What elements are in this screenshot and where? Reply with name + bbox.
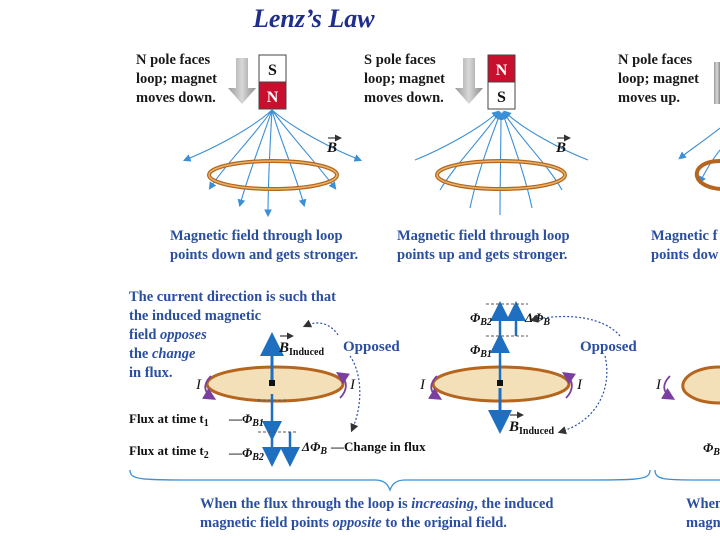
induced-loop-1: I I BInduced Opposed Flux at time t1 —ΦB… [129, 319, 426, 467]
case-1-label: N pole faces loop; magnet moves down. [136, 52, 217, 106]
wire-loop-highlight [436, 160, 566, 190]
phi-b2-label: —ΦB2 [228, 445, 264, 463]
current-arrow-left-icon [428, 375, 443, 400]
phi-b1-label: ΦB1 [470, 342, 492, 360]
bottom-note: When the flux through the loop is increa… [200, 496, 554, 531]
field-label: B [326, 140, 337, 156]
bottom-brace-partial [654, 469, 720, 481]
magnet-top [487, 54, 516, 83]
current-label-right: I [576, 377, 583, 393]
opposed-curve-icon [349, 355, 361, 433]
wire-loop-highlight [208, 160, 338, 190]
phi-b1-label: —ΦB1 [228, 411, 264, 429]
magnet-bottom [487, 81, 516, 110]
motion-arrow-down-icon [228, 58, 256, 104]
current-arrow-right-icon [336, 372, 350, 399]
opposed-curve-icon [557, 355, 608, 435]
current-arrow-left-icon [661, 375, 676, 400]
magnet-bottom-pole: S [497, 89, 506, 106]
change-in-flux-label: —Change in flux [330, 439, 426, 454]
current-label-left: I [655, 377, 662, 393]
case-2-label: S pole faces loop; magnet moves down. [364, 52, 445, 106]
case-3-description: Magnetic f points dow [651, 228, 719, 263]
phi-b2-label: ΦB2 [470, 310, 492, 328]
opposed-curve-icon [529, 314, 621, 337]
flux-time-2-label: Flux at time t2 [129, 443, 209, 461]
induced-loop-3-partial: I ΦB [655, 365, 720, 458]
case-3-label: N pole faces loop; magnet moves up. [618, 52, 699, 106]
magnet-top-pole: S [268, 62, 277, 79]
field-label: B [555, 140, 566, 156]
b-induced-label: BInduced [508, 419, 554, 437]
motion-arrow-down-icon [455, 58, 483, 104]
induced-loop-2: I I ΦB2 ΦB1 ΔΦB BInduced Opposed [419, 301, 637, 437]
opposed-curve-icon [302, 319, 339, 336]
case-2-description: Magnetic field through loop points up an… [397, 228, 570, 263]
current-label-left: I [195, 377, 202, 393]
explanation-text: The current direction is such that the i… [129, 289, 336, 381]
magnet-bottom-pole: N [267, 89, 279, 106]
phi-partial-label: ΦB [703, 440, 720, 458]
case-1-description: Magnetic field through loop points down … [170, 228, 359, 263]
case-2-figure: N S B [414, 54, 589, 216]
current-label-right: I [349, 377, 356, 393]
flux-time-1-label: Flux at time t1 [129, 411, 209, 429]
case-1-figure: S N B [182, 54, 363, 218]
b-induced-label: BInduced [278, 340, 324, 358]
bottom-note-partial: When magn [686, 496, 720, 531]
delta-phi-label: ΔΦB [301, 439, 327, 457]
opposed-label: Opposed [343, 339, 400, 355]
current-arrow-right-icon [562, 372, 576, 399]
motion-arrow-up-icon [714, 62, 720, 104]
case-3-figure [678, 62, 720, 191]
field-lines [678, 127, 720, 184]
page-title: Lenz’s Law [253, 4, 375, 33]
current-label-left: I [419, 377, 426, 393]
magnet-top [258, 54, 287, 83]
opposed-label: Opposed [580, 339, 637, 355]
bottom-brace [129, 469, 651, 492]
magnet-top-pole: N [496, 62, 508, 79]
current-arrow-left-icon [202, 375, 217, 400]
field-lines [414, 110, 589, 216]
wire-loop [694, 159, 720, 191]
magnet-bottom [258, 81, 287, 110]
